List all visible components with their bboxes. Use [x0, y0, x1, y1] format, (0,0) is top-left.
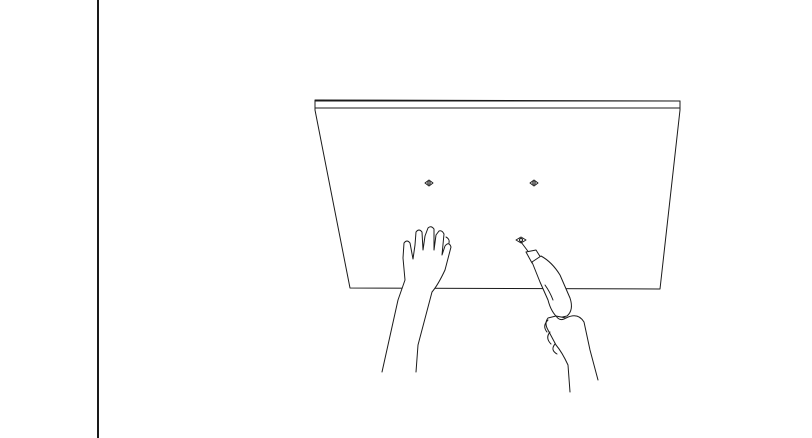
panel: [315, 100, 680, 289]
right-hand: [545, 316, 598, 392]
